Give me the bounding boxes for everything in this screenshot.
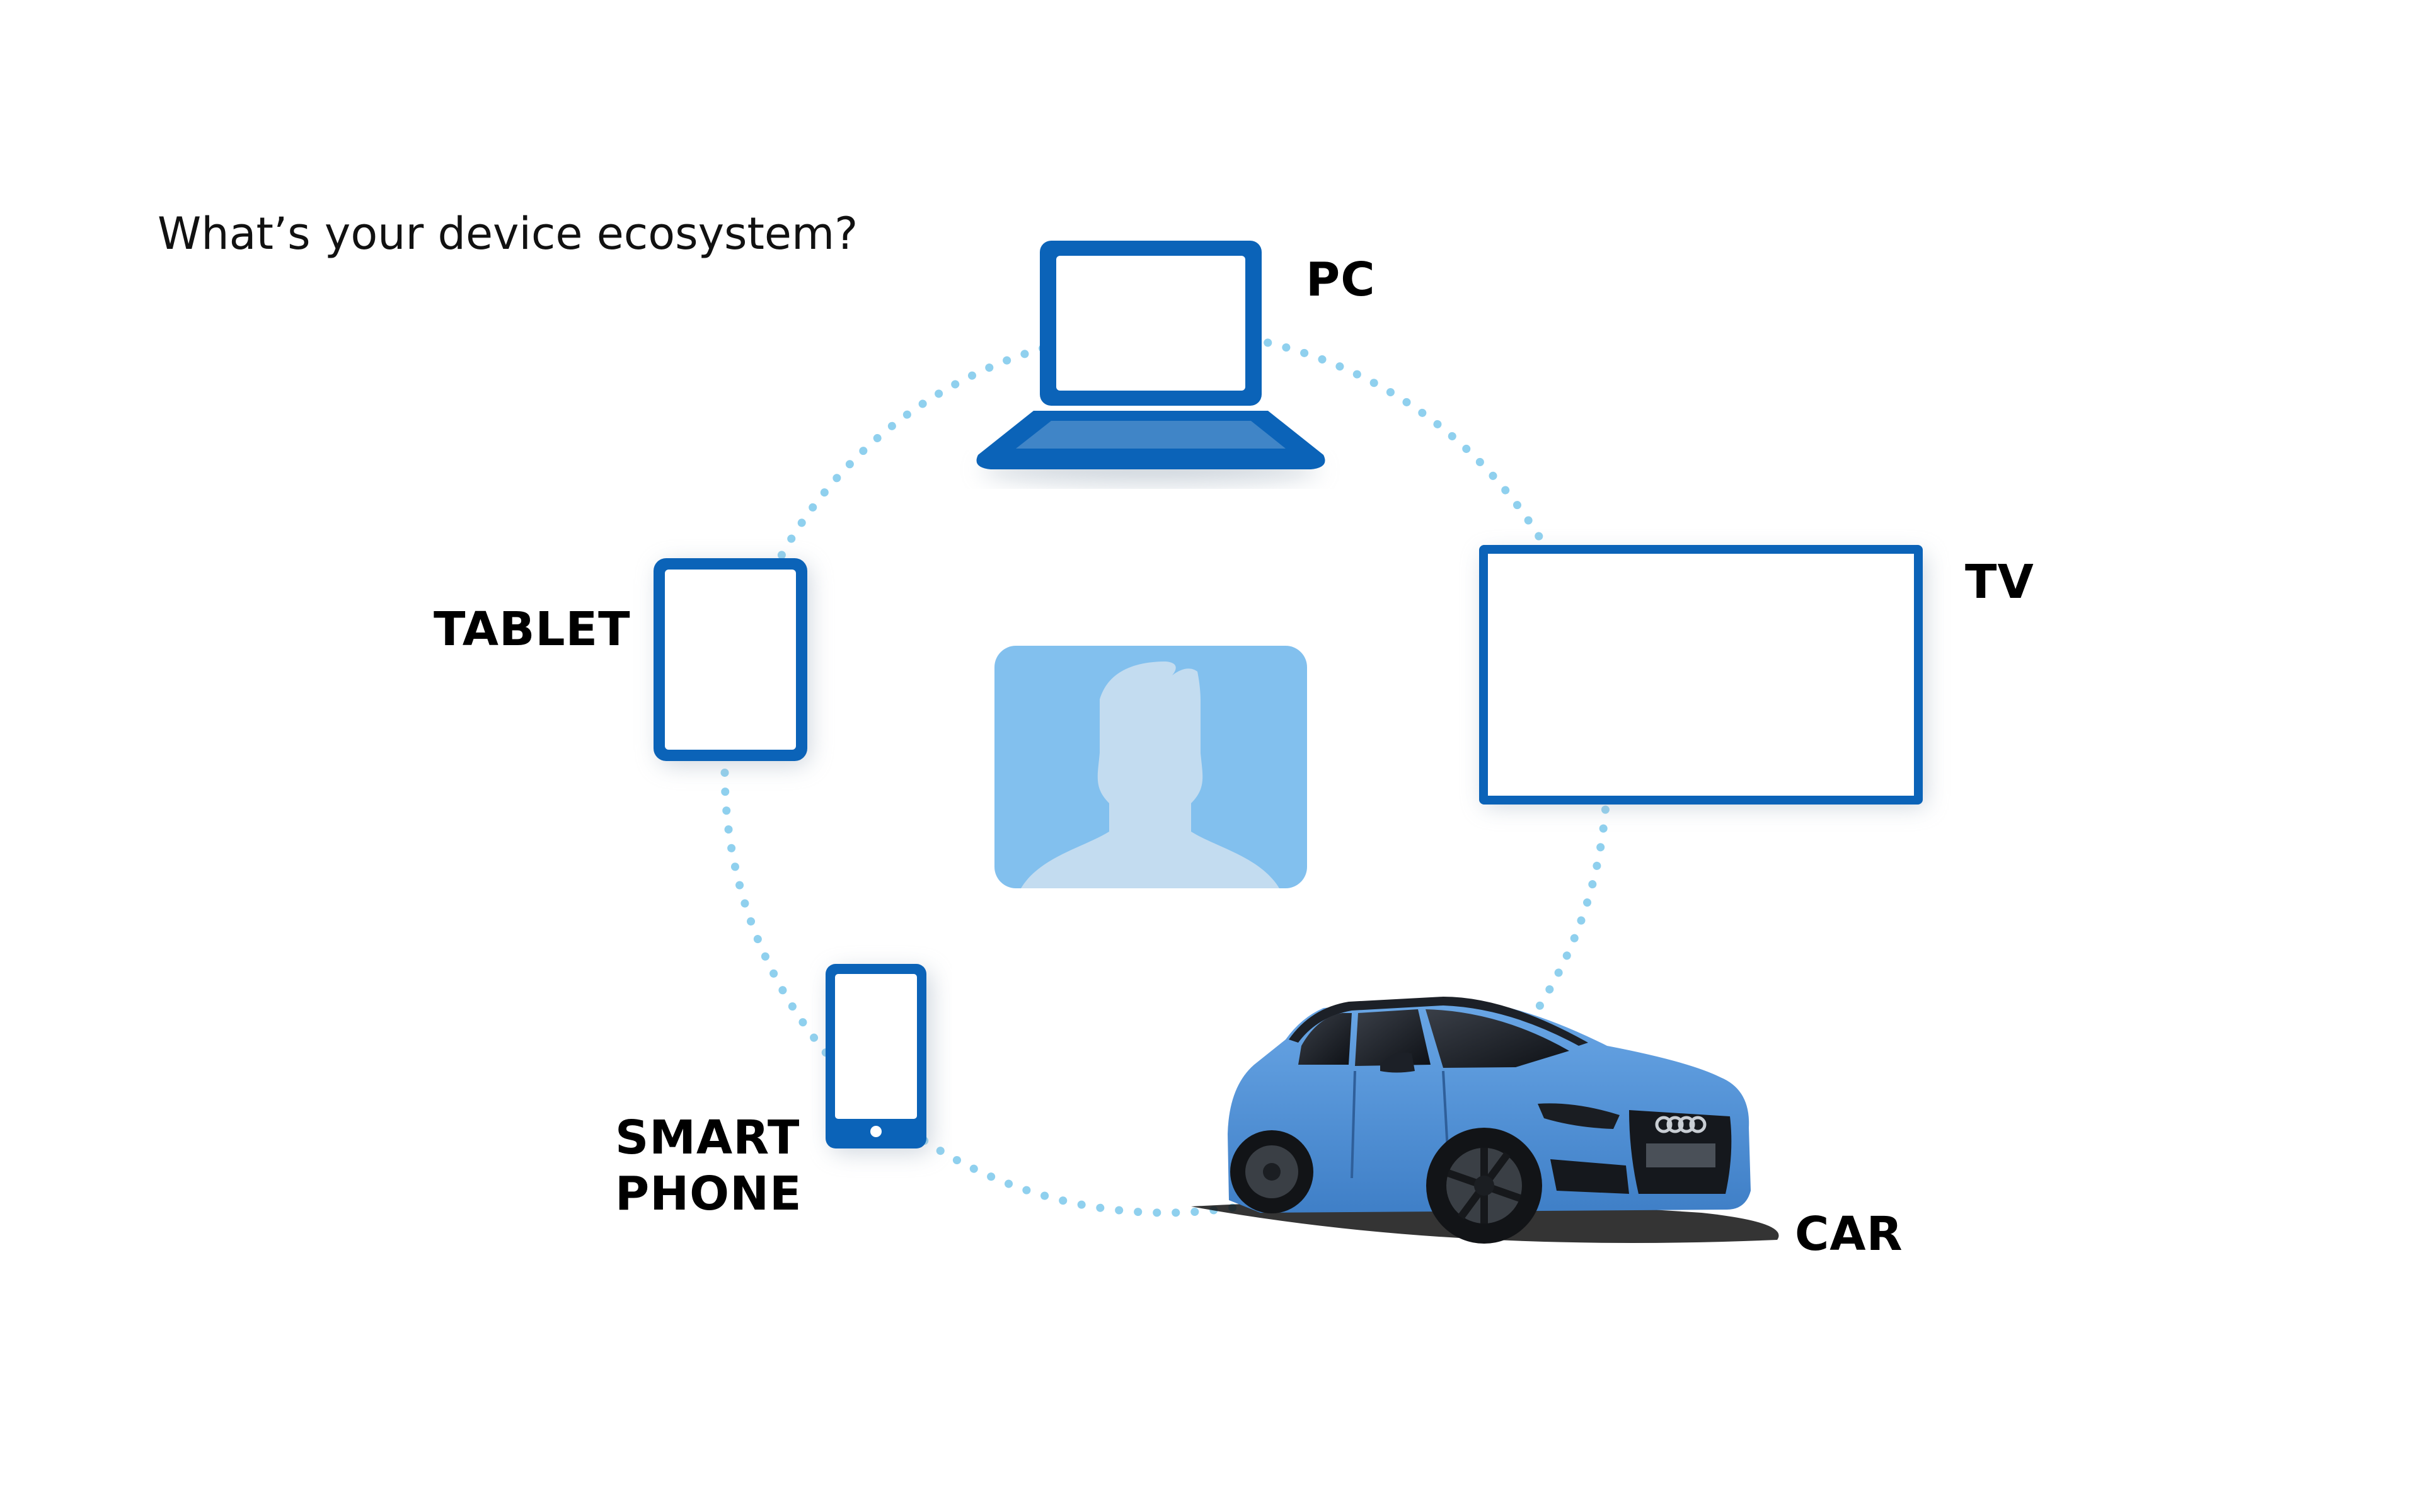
smartphone-label: SMART PHONE <box>615 1110 802 1222</box>
smartphone-label-line1: SMART <box>615 1111 800 1165</box>
car-label: CAR <box>1795 1207 1903 1261</box>
car-icon <box>1191 997 1779 1244</box>
tv-label: TV <box>1965 555 2034 609</box>
tablet-label: TABLET <box>434 602 631 656</box>
diagram-title: What’s your device ecosystem? <box>158 208 858 260</box>
user-silhouette-icon <box>994 646 1307 888</box>
smartphone-icon <box>826 964 931 1153</box>
smartphone-label-line2: PHONE <box>615 1166 802 1221</box>
pc-label: PC <box>1306 253 1376 307</box>
tv-icon <box>1479 545 1925 806</box>
tablet-icon <box>654 558 810 765</box>
laptop-icon <box>976 241 1325 483</box>
